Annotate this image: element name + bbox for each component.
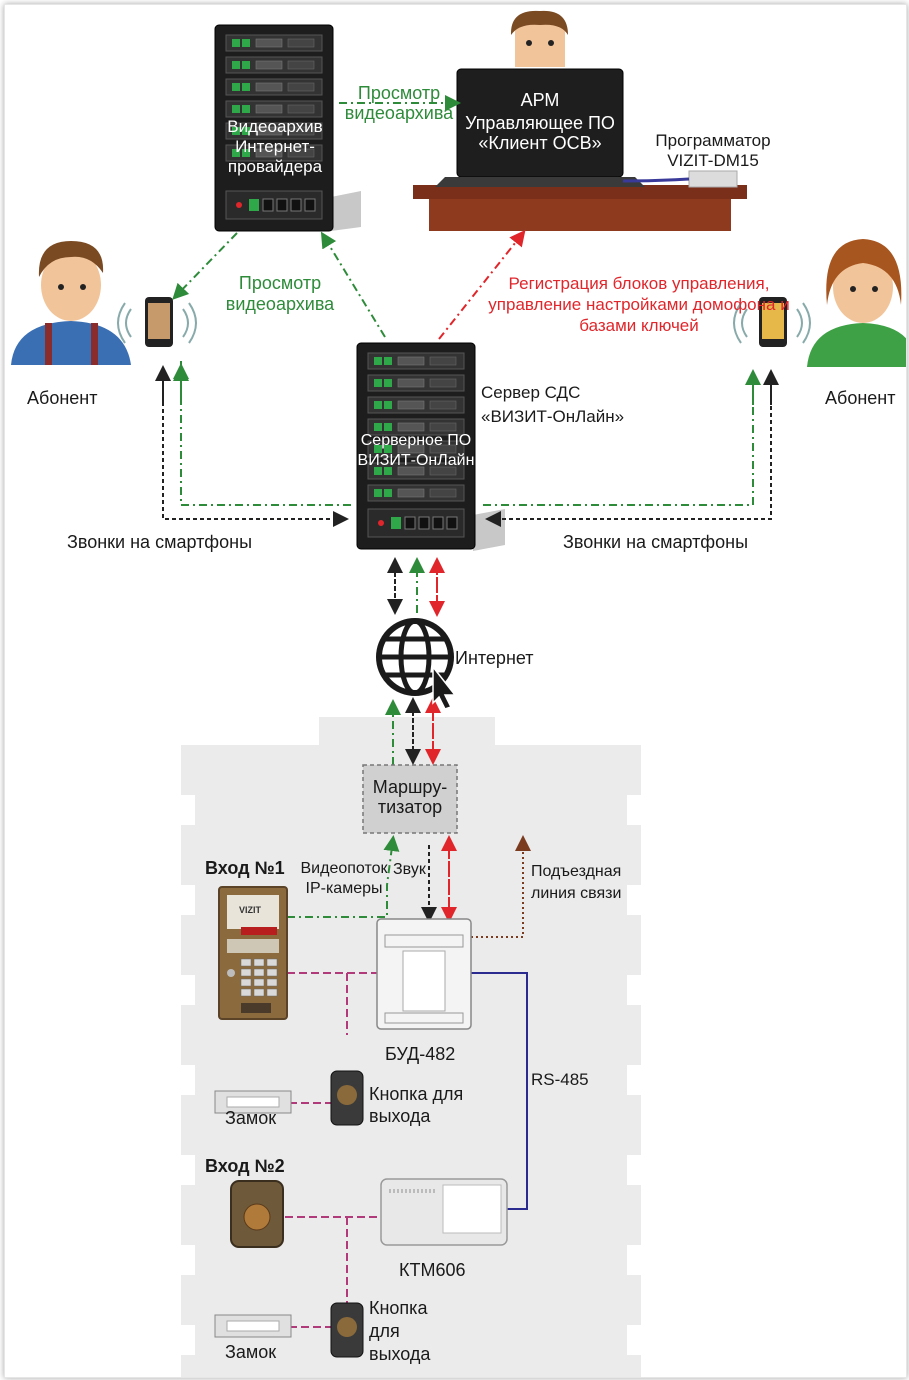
key-controller-ktm-icon: [380, 1178, 508, 1246]
programmer-label: Программатор VIZIT-DM15: [655, 131, 771, 170]
rs485-label: RS-485: [531, 1070, 589, 1089]
access-line-label: Подъездная линия связи: [531, 863, 622, 902]
view-archive-left-label: Просмотр видеоархива: [225, 273, 335, 314]
connection-lines-top: [155, 95, 779, 527]
calls-right-label: Звонки на смартфоны: [563, 532, 749, 552]
smartphone-left-icon: [117, 297, 197, 347]
exit-button-1-label: Кнопка для выхода: [369, 1084, 464, 1126]
server-software-label: Серверное ПО ВИЗИТ-ОнЛайн: [357, 432, 475, 469]
internet-label: Интернет: [455, 648, 534, 668]
videostream-label: Видеопоток IP-камеры: [300, 860, 388, 897]
bud-label: БУД-482: [385, 1044, 456, 1064]
panel-brand-label: VIZIT: [239, 905, 261, 915]
lock-1-icon: [214, 1090, 292, 1114]
arm-title: АРМ: [520, 90, 560, 110]
videoarchive-server-label: Видеоархив Интернет-провайдера: [227, 117, 323, 176]
laptop-icon: [435, 68, 645, 187]
central-server-rack-icon: [356, 342, 505, 551]
connection-lines-building: [285, 835, 531, 1328]
calls-left-label: Звонки на смартфоны: [67, 532, 253, 552]
key-reader-icon: [230, 1180, 284, 1248]
router-icon: [362, 764, 458, 834]
exit-button-1-icon: [330, 1070, 364, 1126]
subscriber-right-label: Абонент: [825, 388, 896, 408]
sound-label: Звук: [393, 861, 426, 878]
workstation-desk: [413, 185, 747, 231]
ktm-label: КТМ606: [399, 1260, 466, 1280]
exit-button-2-label: Кнопка для выхода: [369, 1298, 431, 1364]
entrance-2-label: Вход №2: [205, 1156, 285, 1176]
subscriber-left-label: Абонент: [27, 388, 98, 408]
arm-software-label: Управляющее ПО «Клиент ОСВ»: [465, 113, 615, 153]
subscriber-left-person-icon: [11, 241, 131, 365]
entrance-1-label: Вход №1: [205, 858, 285, 878]
diagram-frame: Видеоархив Интернет-провайдера Просмотр …: [4, 4, 907, 1378]
smartphone-right-icon: [733, 297, 811, 347]
intercom-panel-icon: [218, 886, 288, 1020]
operator-person-icon: [510, 10, 568, 67]
programmer-device-icon: [622, 170, 738, 188]
network-diagram: [11, 10, 906, 1377]
lock-2-icon: [214, 1314, 292, 1338]
control-unit-bud-icon: [376, 918, 472, 1030]
registration-label: Регистрация блоков управления, управлени…: [488, 274, 790, 335]
view-archive-top-label: Просмотр видеоархива: [344, 83, 454, 123]
router-label: Маршру-тизатор: [372, 777, 448, 817]
connection-lines-internet: [385, 557, 445, 765]
exit-button-2-icon: [330, 1302, 364, 1358]
subscriber-right-person-icon: [807, 239, 906, 367]
videoarchive-server-rack-icon: [214, 24, 361, 232]
globe-cursor-icon: [376, 618, 457, 710]
building-shape: [181, 717, 641, 1377]
lock-2-label: Замок: [225, 1342, 277, 1362]
server-name-label: Сервер СДС «ВИЗИТ-ОнЛайн»: [481, 383, 625, 426]
lock-1-label: Замок: [225, 1108, 277, 1128]
